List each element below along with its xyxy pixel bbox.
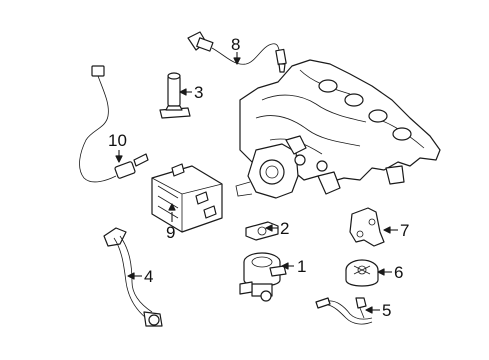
callout-8: 8 (231, 35, 240, 54)
callout-9: 9 (166, 223, 175, 242)
callout-5: 5 (382, 301, 391, 320)
part-3-egr-tube (159, 72, 191, 119)
part-2-gasket (245, 221, 279, 241)
part-1-egr-valve (239, 252, 287, 302)
callout-4: 4 (144, 267, 153, 286)
part-7-bracket (349, 207, 385, 247)
part-6-solenoid (345, 259, 379, 287)
part-10-sensor-harness (79, 65, 149, 183)
part-9-canister (151, 163, 223, 233)
part-4-egr-pipe (103, 227, 163, 327)
callout-10: 10 (108, 131, 127, 150)
leader-lines (115, 52, 398, 314)
callout-2: 2 (280, 219, 289, 238)
callout-6: 6 (394, 263, 403, 282)
callout-1: 1 (297, 257, 306, 276)
part-5-pipe (315, 297, 373, 325)
intake-manifold (235, 59, 441, 199)
callout-3: 3 (194, 83, 203, 102)
part-8-oxygen-sensor (187, 31, 287, 73)
callouts: 1 2 3 4 5 6 7 8 9 10 (108, 35, 409, 320)
callout-7: 7 (400, 221, 409, 240)
